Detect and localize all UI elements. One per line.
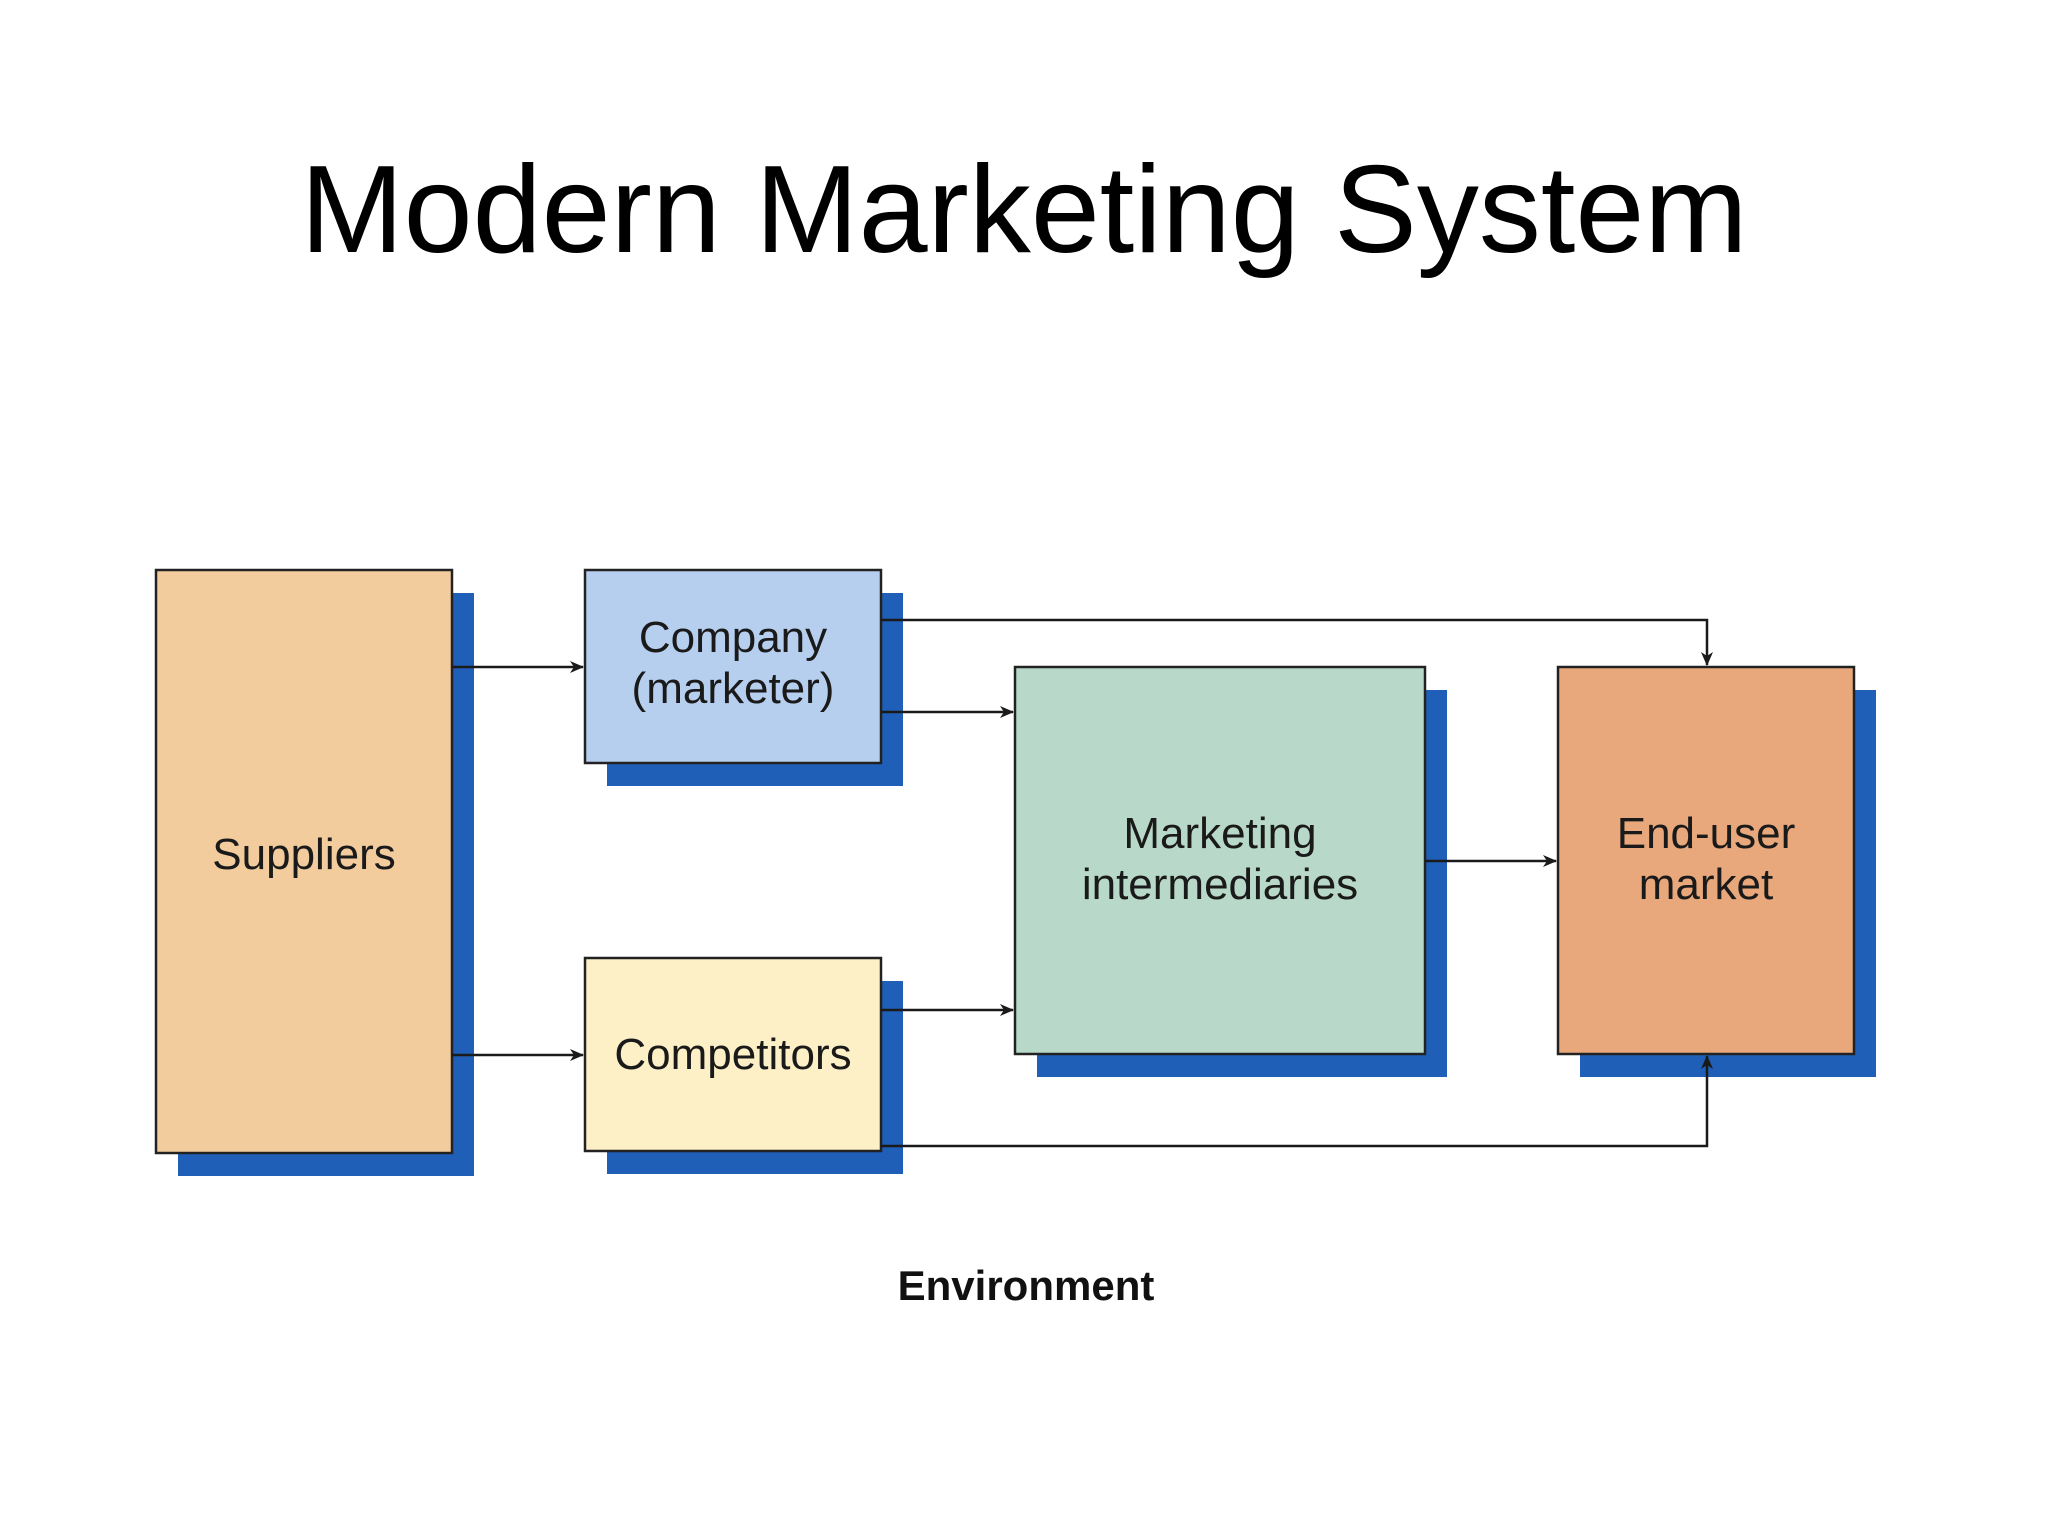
- intermediaries-box: [1013, 665, 1427, 1056]
- connectors: [452, 618, 1713, 1148]
- intermediaries-label-line2: intermediaries: [1082, 860, 1358, 909]
- company-label-line2: (marketer): [632, 664, 835, 713]
- end-user-box: [1556, 665, 1856, 1056]
- suppliers-label: Suppliers: [212, 830, 395, 879]
- company-label-line1: Company: [639, 613, 827, 662]
- competitors-box: [583, 956, 883, 1153]
- end-user-label-line1: End-user: [1617, 809, 1796, 858]
- suppliers-box: [154, 568, 454, 1155]
- intermediaries-label-line1: Marketing: [1123, 809, 1316, 858]
- end-user-label-line2: market: [1639, 860, 1773, 909]
- arrow-company-to-end-user: [881, 618, 1713, 666]
- competitors-label: Competitors: [614, 1030, 851, 1079]
- company-box: [583, 568, 883, 765]
- slide-title: Modern Marketing System: [300, 141, 1748, 279]
- arrow-competitors-to-end-user: [881, 1055, 1713, 1148]
- environment-caption: Environment: [898, 1262, 1155, 1309]
